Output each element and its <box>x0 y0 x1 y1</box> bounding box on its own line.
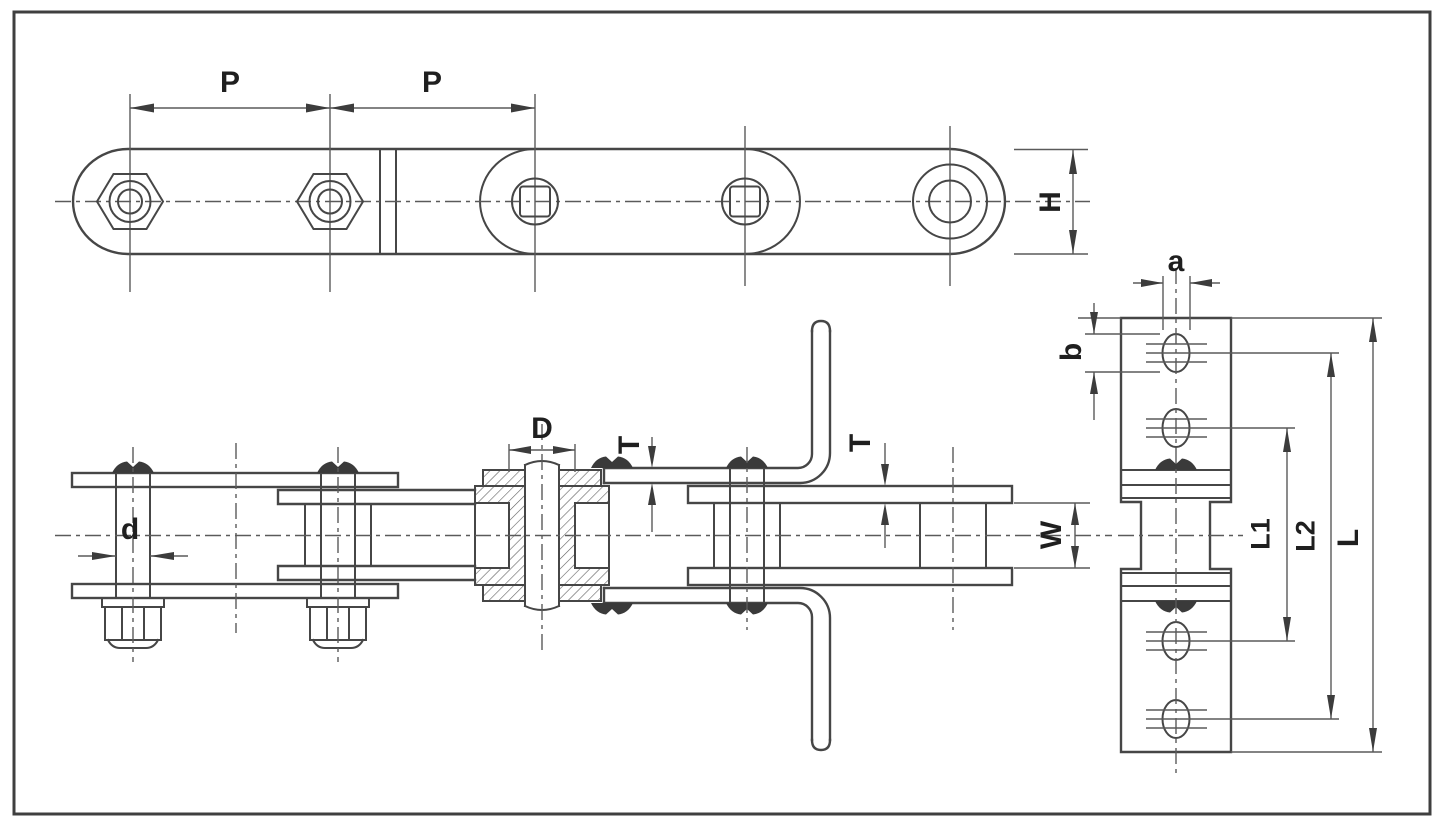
roller-diameter-dimension <box>508 444 576 472</box>
slot-reference-lines <box>1146 352 1339 720</box>
bent-attachment-top <box>591 319 832 485</box>
dim-label-thickness-plate: T <box>844 433 877 453</box>
roller-hole <box>912 163 988 240</box>
pitch-dimension-lines <box>130 103 535 113</box>
span-inner-dimension <box>1283 428 1291 641</box>
bent-attachment-bottom <box>591 586 832 752</box>
thickness-dimension-attachment <box>648 437 656 532</box>
dim-label-inner-width: W <box>1035 520 1068 550</box>
inner-plate-bottom-left <box>276 564 477 582</box>
dim-label-pin-diameter: d <box>120 513 140 546</box>
dim-label-plate-height: H <box>1034 191 1067 213</box>
dim-label-slot-width: a <box>1167 245 1185 278</box>
square-bushing-hole-2 <box>721 177 769 226</box>
inner-plate-top-right <box>686 484 1014 505</box>
thickness-dimension-plate <box>881 443 889 548</box>
overall-length-dimension <box>1231 317 1382 753</box>
slot-length-dimension <box>1085 303 1160 420</box>
dim-label-thickness-attachment: T <box>613 435 646 455</box>
dim-label-pitch-2: P <box>421 66 443 99</box>
inner-plate-bottom-right <box>686 566 1014 587</box>
dim-label-span-outer: L2 <box>1290 520 1321 552</box>
pin-hex-nut-hole-1 <box>95 173 165 230</box>
dim-label-slot-length: b <box>1055 342 1088 362</box>
outer-plate-bottom <box>70 582 400 600</box>
dim-label-overall-length: L <box>1332 528 1365 548</box>
inner-width-dimension <box>1014 502 1090 569</box>
plate-height-dimension <box>1014 148 1088 255</box>
span-outer-dimension <box>1327 353 1335 719</box>
drawing-border <box>12 10 1432 816</box>
outer-plate-top <box>70 471 400 489</box>
side-vertical-centerlines <box>132 424 954 662</box>
slot-width-dimension <box>1133 276 1220 330</box>
pin-hex-nut-hole-2 <box>295 173 365 230</box>
dim-label-pitch-1: P <box>219 66 241 99</box>
square-bushing-hole-1 <box>511 177 559 226</box>
dim-label-roller-diameter: D <box>531 412 553 445</box>
pin-diameter-dimension <box>78 552 188 560</box>
plan-hole-centerlines <box>129 94 951 292</box>
dim-label-span-inner: L1 <box>1245 518 1276 550</box>
side-elevation-view <box>55 319 1112 752</box>
inner-plate-top-left <box>276 488 477 506</box>
plan-view <box>55 94 1090 292</box>
end-view <box>1078 268 1382 775</box>
